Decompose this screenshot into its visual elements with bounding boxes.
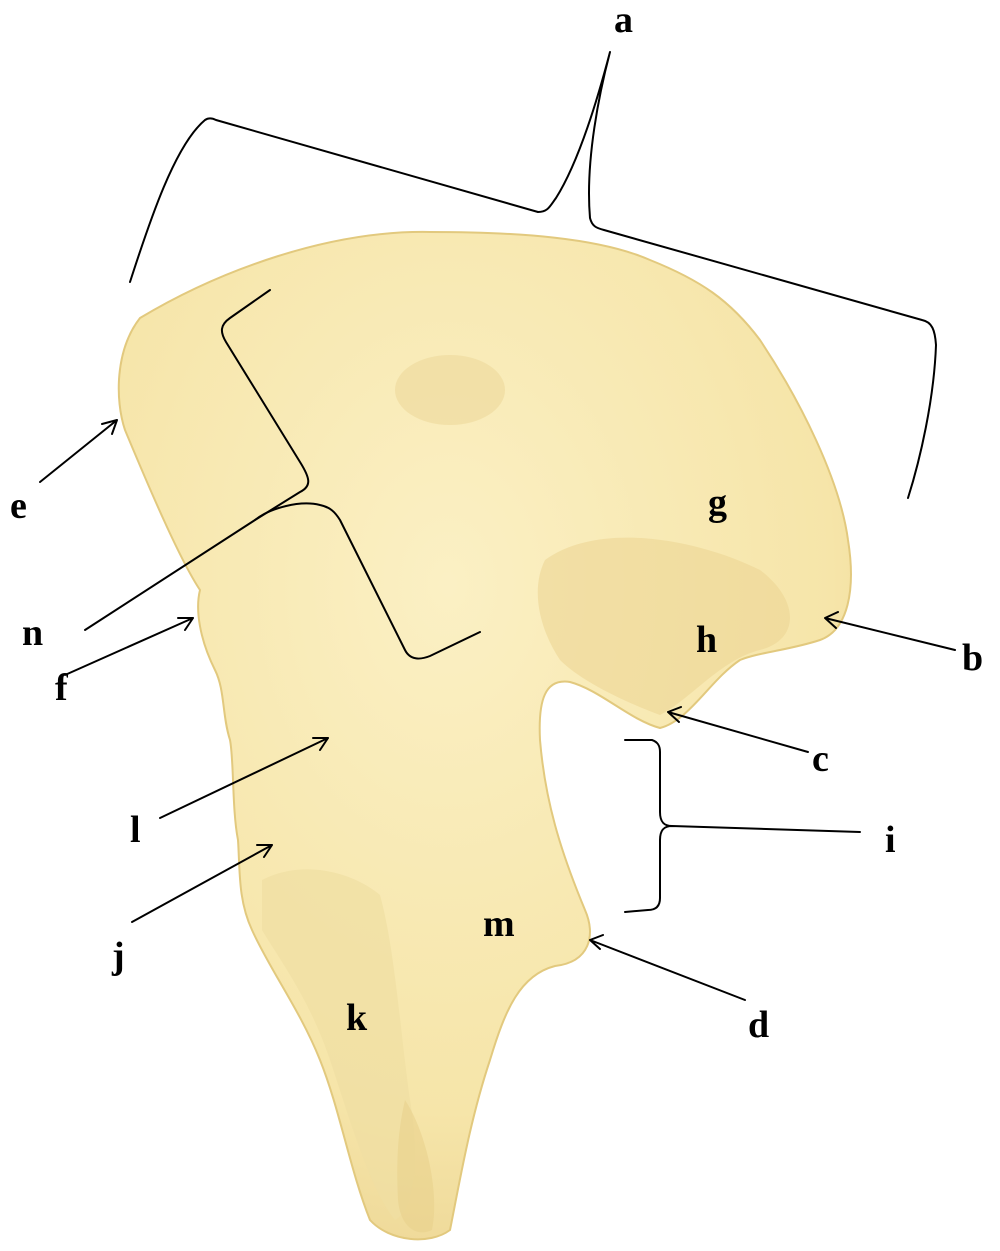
label-a: a	[614, 0, 633, 41]
arrow-b	[825, 612, 955, 650]
arrow-e	[40, 420, 117, 482]
arrow-f	[65, 618, 193, 675]
label-e: e	[10, 485, 27, 527]
arrow-c	[668, 707, 808, 752]
label-b: b	[962, 637, 983, 679]
label-m: m	[483, 903, 515, 945]
label-l: l	[130, 809, 141, 851]
label-h: h	[696, 619, 717, 661]
arrow-d	[590, 935, 745, 1000]
label-j: j	[111, 935, 125, 977]
label-k: k	[346, 997, 368, 1039]
bone-shade-fossa	[395, 355, 505, 425]
label-c: c	[812, 738, 829, 780]
label-d: d	[748, 1004, 769, 1046]
label-i: i	[885, 819, 896, 861]
bone-illustration	[119, 232, 851, 1239]
label-n: n	[22, 612, 43, 654]
label-g: g	[708, 482, 727, 524]
label-f: f	[55, 667, 69, 709]
